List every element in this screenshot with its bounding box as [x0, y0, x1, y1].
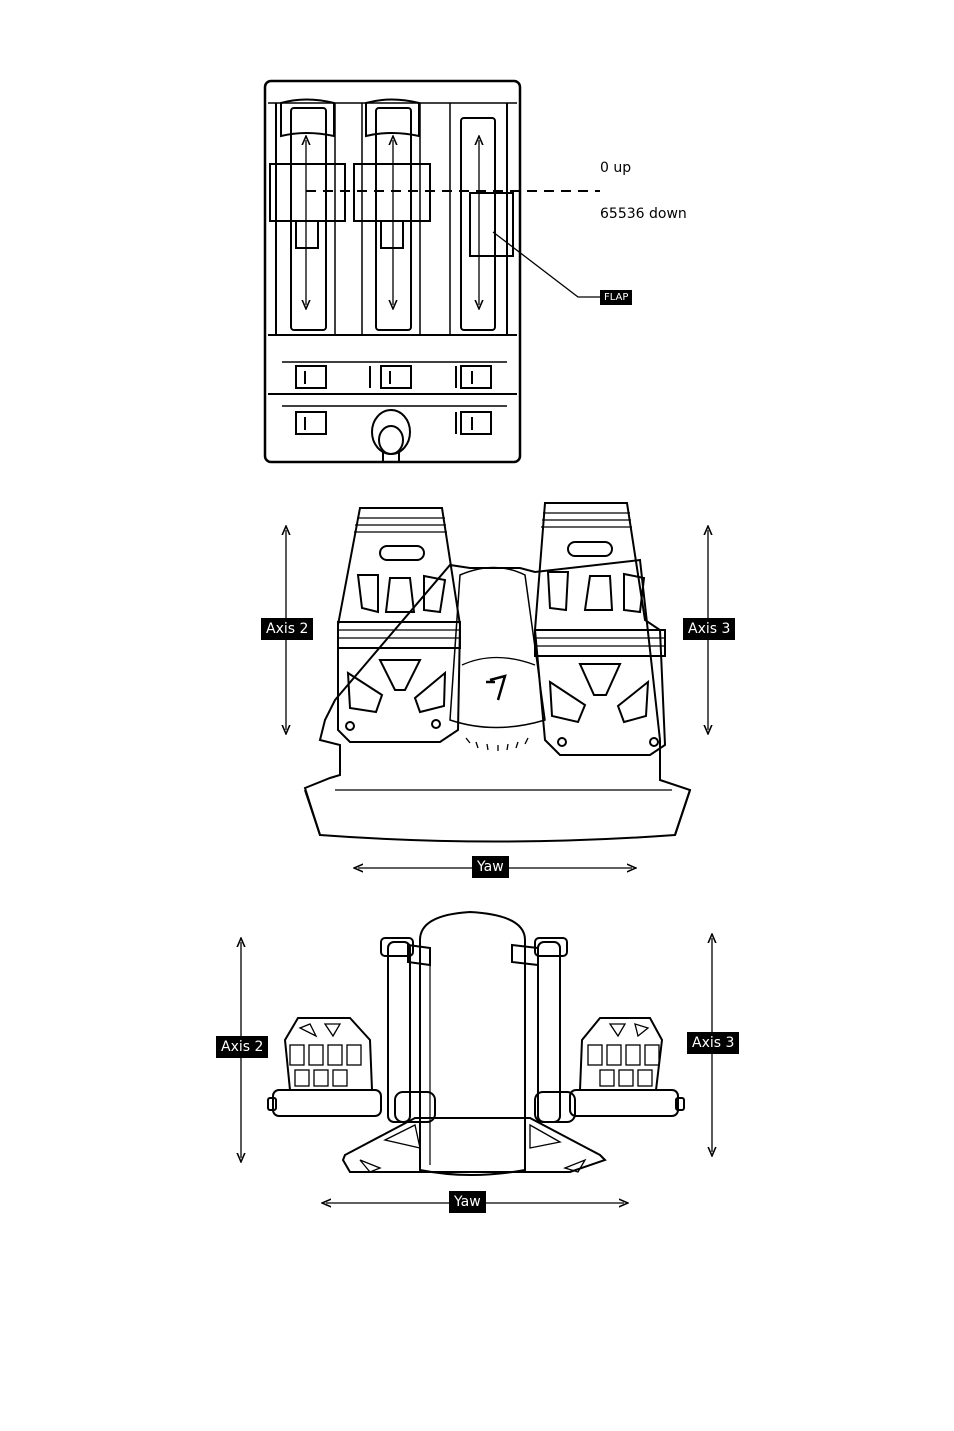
- rudder-pedals-side: [241, 912, 712, 1203]
- side-yaw-tag: Yaw: [449, 1191, 486, 1213]
- throttle-lever-1: [270, 100, 345, 331]
- switch-row-1: [296, 366, 491, 388]
- throttle-quadrant: [265, 81, 600, 462]
- flap-tag: FLAP: [600, 290, 632, 305]
- front-axis-2-tag: Axis 2: [261, 618, 313, 640]
- side-axis-3-tag: Axis 3: [687, 1032, 739, 1054]
- right-pedal: [535, 503, 665, 755]
- flap-up-label: 0 up: [600, 160, 631, 176]
- flap-lever: [461, 118, 513, 330]
- front-axis-3-tag: Axis 3: [683, 618, 735, 640]
- rotary-knob: [372, 410, 410, 462]
- side-axis-2-tag: Axis 2: [216, 1036, 268, 1058]
- flap-down-label: 65536 down: [600, 206, 687, 222]
- right-pedal-side: [570, 1018, 684, 1116]
- throttle-lever-2: [354, 100, 430, 331]
- rudder-pedals-front: [286, 503, 708, 868]
- switch-row-2: [296, 412, 491, 434]
- left-pedal-side: [268, 1018, 381, 1116]
- front-yaw-tag: Yaw: [472, 856, 509, 878]
